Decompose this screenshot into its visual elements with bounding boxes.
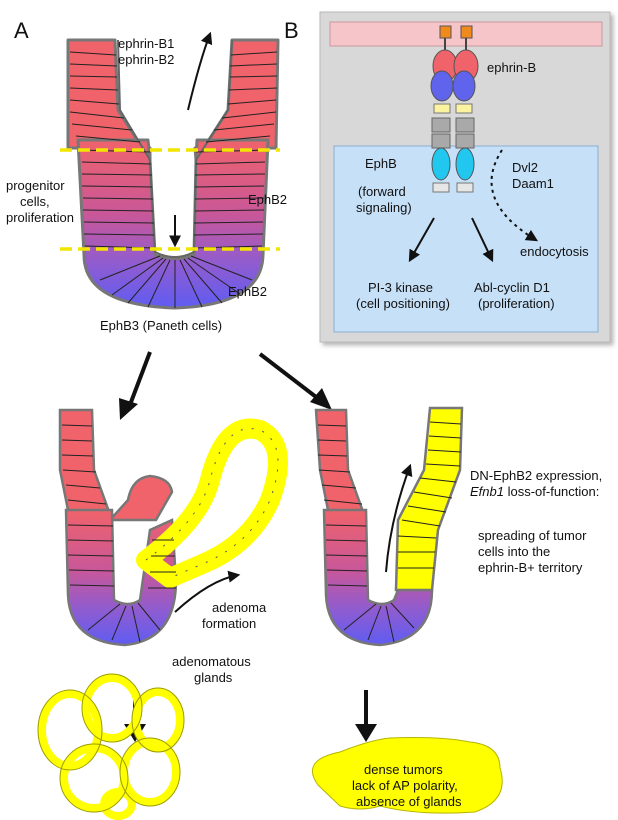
ephb-label: EphB [365,156,397,171]
progenitor-label-1: progenitor [6,178,65,193]
spread-label-2: cells into the [478,544,550,559]
large-crypt [60,34,280,308]
endocytosis-label: endocytosis [520,244,589,259]
adenoma-label-2: formation [202,616,256,631]
tumor-label-2: lack of AP polarity, [352,778,458,793]
abl-label-2: (proliferation) [478,296,555,311]
ephb2-mid-label: EphB2 [248,192,287,207]
ephrin-b1-label: ephrin-B1 [118,36,174,51]
pi3k-label-1: PI-3 kinase [368,280,433,295]
dn-italic: Efnb1 [470,484,504,499]
tumor-label-3: absence of glands [356,794,462,809]
signaling-panel [320,12,610,342]
adenoma-label-1: adenoma [212,600,267,615]
glands-label-2: glands [194,670,233,685]
progenitor-label-2: cells, [20,194,50,209]
panel-a-letter: A [14,18,29,43]
tumor-label-1: dense tumors [364,762,443,777]
ephrin-b2-label: ephrin-B2 [118,52,174,67]
pi3k-label-2: (cell positioning) [356,296,450,311]
dn-rest: loss-of-function: [504,484,599,499]
adenomatous-glands [42,678,180,816]
spread-label-1: spreading of tumor [478,528,587,543]
panel-b-letter: B [284,18,299,43]
spread-label-3: ephrin-B+ territory [478,560,583,575]
ephb2-low-label: EphB2 [228,284,267,299]
abl-label-1: Abl-cyclin D1 [474,280,550,295]
ephrin-b-label: ephrin-B [487,60,536,75]
forward-label-2: signaling) [356,200,412,215]
ephb3-label: EphB3 (Paneth cells) [100,318,222,333]
dvl2-label: Dvl2 [512,160,538,175]
forward-label-1: (forward [358,184,406,199]
daam1-label: Daam1 [512,176,554,191]
dn-label-1: DN-EphB2 expression, [470,468,602,483]
glands-label-1: adenomatous [172,654,251,669]
spreading-crypt [316,408,462,645]
dn-label-2: Efnb1 loss-of-function: [470,484,599,499]
progenitor-label-3: proliferation [6,210,74,225]
